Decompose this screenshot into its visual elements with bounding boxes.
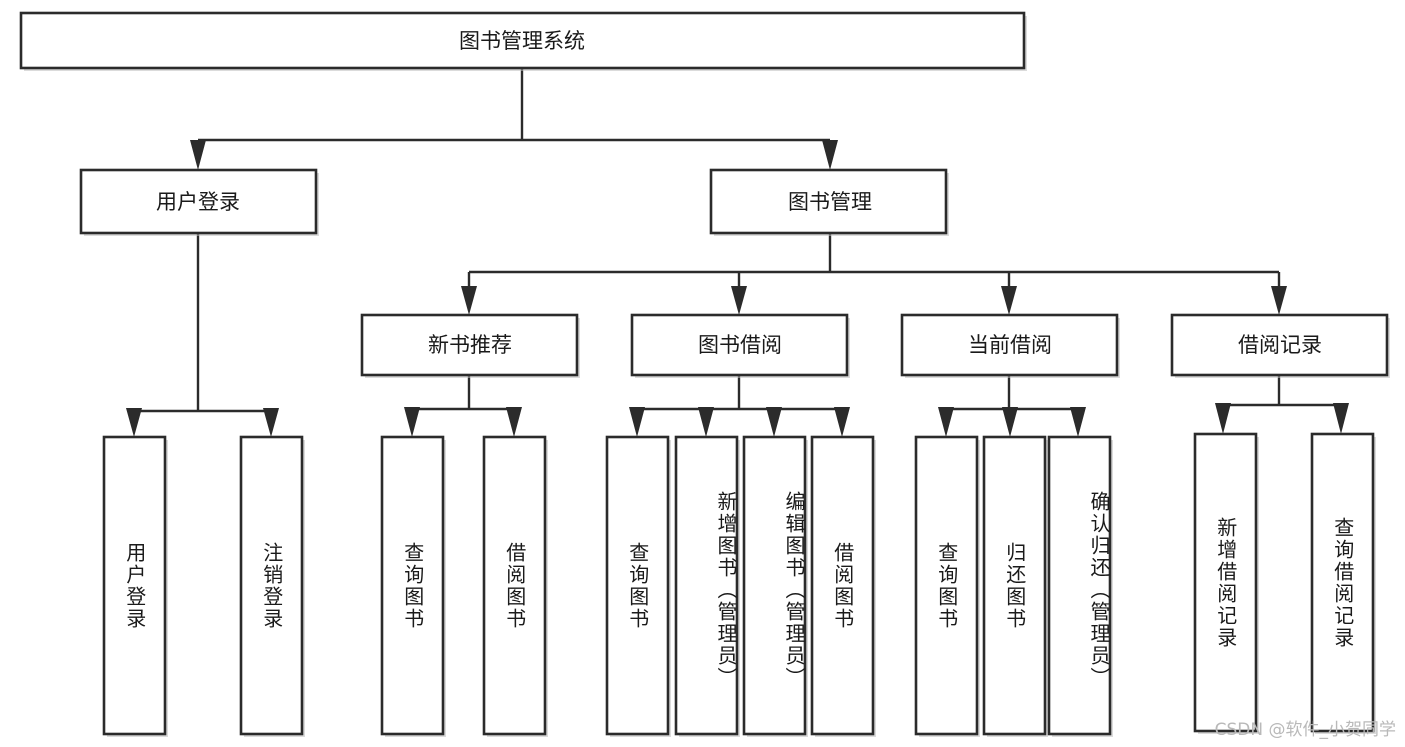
leaf-borrow-record-add[interactable] xyxy=(1193,432,1259,734)
leaf-user-login-login[interactable] xyxy=(102,435,168,737)
connector-root-to-level2 xyxy=(190,68,838,170)
leaf-book-borrow-edit[interactable] xyxy=(742,435,808,737)
connector-borrowrecord-to-leaves xyxy=(1215,375,1349,434)
node-user-login[interactable]: 用户登录 xyxy=(79,168,319,236)
node-user-login-label: 用户登录 xyxy=(156,190,240,214)
leaf-borrow-record-query[interactable] xyxy=(1310,432,1376,734)
node-borrow-record[interactable]: 借阅记录 xyxy=(1170,313,1390,378)
leaf-current-borrow-return[interactable] xyxy=(982,435,1048,737)
node-book-borrow[interactable]: 图书借阅 xyxy=(630,313,850,378)
leaf-new-book-borrow[interactable] xyxy=(482,435,548,737)
node-new-book-recommend[interactable]: 新书推荐 xyxy=(360,313,580,378)
node-root[interactable]: 图书管理系统 xyxy=(19,11,1027,71)
node-book-management[interactable]: 图书管理 xyxy=(709,168,949,236)
leaf-user-login-logout[interactable] xyxy=(239,435,305,737)
node-book-borrow-label: 图书借阅 xyxy=(698,333,782,357)
leaf-current-borrow-confirm[interactable] xyxy=(1047,435,1113,737)
node-current-borrow[interactable]: 当前借阅 xyxy=(900,313,1120,378)
leaf-book-borrow-add[interactable] xyxy=(674,435,740,737)
connector-newbook-to-leaves xyxy=(404,375,522,437)
connector-currentborrow-to-leaves xyxy=(938,375,1086,437)
node-root-label: 图书管理系统 xyxy=(459,29,585,53)
connector-userlogin-to-leaves xyxy=(126,233,279,437)
node-borrow-record-label: 借阅记录 xyxy=(1238,333,1322,357)
leaf-new-book-query[interactable] xyxy=(380,435,446,737)
leaf-book-borrow-borrow[interactable] xyxy=(810,435,876,737)
watermark-label: CSDN @软件_小贺同学 xyxy=(1215,720,1396,740)
connector-bookmgmt-to-level3 xyxy=(461,233,1287,315)
node-new-book-recommend-label: 新书推荐 xyxy=(428,333,512,357)
leaf-current-borrow-query[interactable] xyxy=(914,435,980,737)
leaf-book-borrow-query[interactable] xyxy=(605,435,671,737)
connector-bookborrow-to-leaves xyxy=(629,375,850,437)
node-book-management-label: 图书管理 xyxy=(788,190,872,214)
node-current-borrow-label: 当前借阅 xyxy=(968,333,1052,357)
